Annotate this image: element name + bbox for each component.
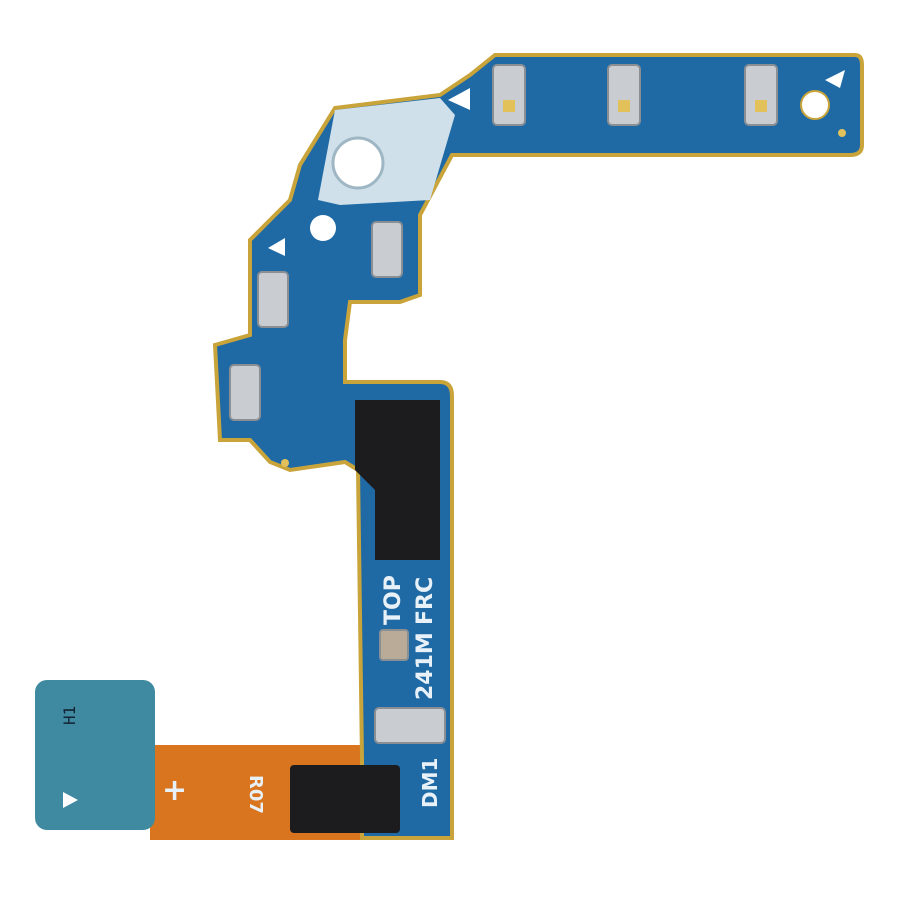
silk-dm: DM1 xyxy=(418,758,442,808)
mounting-hole-small xyxy=(310,215,336,241)
black-stiffener-lower xyxy=(290,765,400,833)
spring-contact xyxy=(374,707,446,744)
silk-top: TOP xyxy=(381,575,406,625)
silk-plus: + xyxy=(162,773,187,808)
triangle-marker-icon xyxy=(268,238,285,256)
triangle-marker-icon xyxy=(448,88,470,110)
pad-marking: H1 xyxy=(60,706,79,725)
contact-pad xyxy=(503,100,515,112)
spring-contact xyxy=(492,64,526,126)
via xyxy=(281,459,289,467)
teal-pad xyxy=(35,680,155,830)
capacitor xyxy=(379,629,409,661)
pcb-board xyxy=(212,53,864,840)
spring-contact xyxy=(371,221,403,278)
silk-frc: FRC xyxy=(413,577,438,625)
contact-pad xyxy=(755,100,767,112)
silk-rev: R07 xyxy=(245,775,266,814)
mounting-hole-large xyxy=(331,136,385,190)
triangle-marker-icon xyxy=(825,70,845,88)
via xyxy=(838,129,846,137)
spring-contact xyxy=(607,64,641,126)
contact-pad xyxy=(618,100,630,112)
spring-contact xyxy=(744,64,778,126)
spring-contact xyxy=(257,271,289,328)
spring-contact xyxy=(229,364,261,421)
black-stiffener-upper xyxy=(355,400,440,560)
mounting-hole-right xyxy=(800,90,830,120)
triangle-marker-icon xyxy=(63,792,78,808)
silk-code: 241M xyxy=(413,632,438,700)
